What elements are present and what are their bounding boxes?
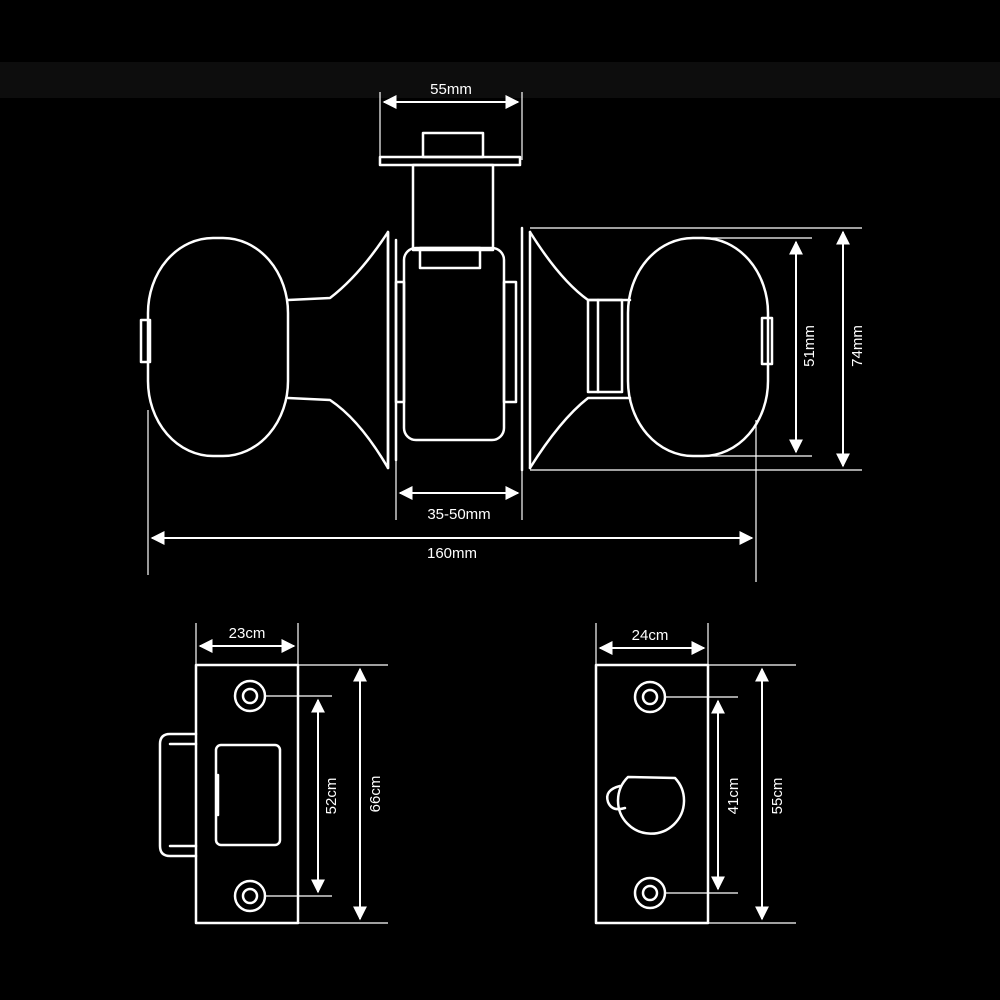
label-41cm: 41cm: [725, 778, 742, 815]
label-52cm: 52cm: [323, 778, 340, 815]
strike-plate-opening: [214, 743, 282, 847]
strike-plate: [194, 663, 300, 925]
strike-plate-lip: [158, 732, 198, 858]
label-24cm: 24cm: [632, 627, 669, 644]
latch-plate-hole: [616, 775, 686, 835]
strike-screw-hole-bottom: [233, 879, 267, 913]
latch-plate: [594, 663, 710, 925]
right-knob-keyhole: [760, 316, 774, 366]
latch-screw-hole-bottom: [633, 876, 667, 910]
left-knob-neck: [286, 230, 390, 470]
label-66cm: 66cm: [367, 776, 384, 813]
left-knob-button: [139, 318, 152, 364]
label-35-50mm: 35-50mm: [427, 506, 490, 523]
label-160mm: 160mm: [427, 545, 477, 562]
left-knob: [146, 236, 290, 458]
right-rose-ring: [502, 280, 518, 404]
right-knob: [626, 236, 770, 458]
label-55cm: 55cm: [769, 778, 786, 815]
top-band: [0, 62, 1000, 98]
right-neck-collar: [586, 298, 624, 394]
strike-screw-hole-top: [233, 679, 267, 713]
latch-tongue: [421, 131, 485, 159]
label-23cm: 23cm: [229, 625, 266, 642]
latch-screw-hole-top: [633, 680, 667, 714]
label-55mm: 55mm: [430, 81, 472, 98]
strike-plate-view: 23cm 52cm 66cm: [158, 623, 388, 925]
right-knob-neck: [528, 230, 632, 470]
lock-body: [402, 246, 506, 442]
knob-lock-side-view: 55mm 35-50mm 160mm 51mm 74mm: [139, 81, 866, 582]
label-74mm: 74mm: [849, 325, 866, 367]
label-51mm: 51mm: [801, 325, 818, 367]
latch-plate-view: 24cm 41cm 55cm: [594, 623, 796, 925]
latch-tube: [411, 163, 495, 252]
